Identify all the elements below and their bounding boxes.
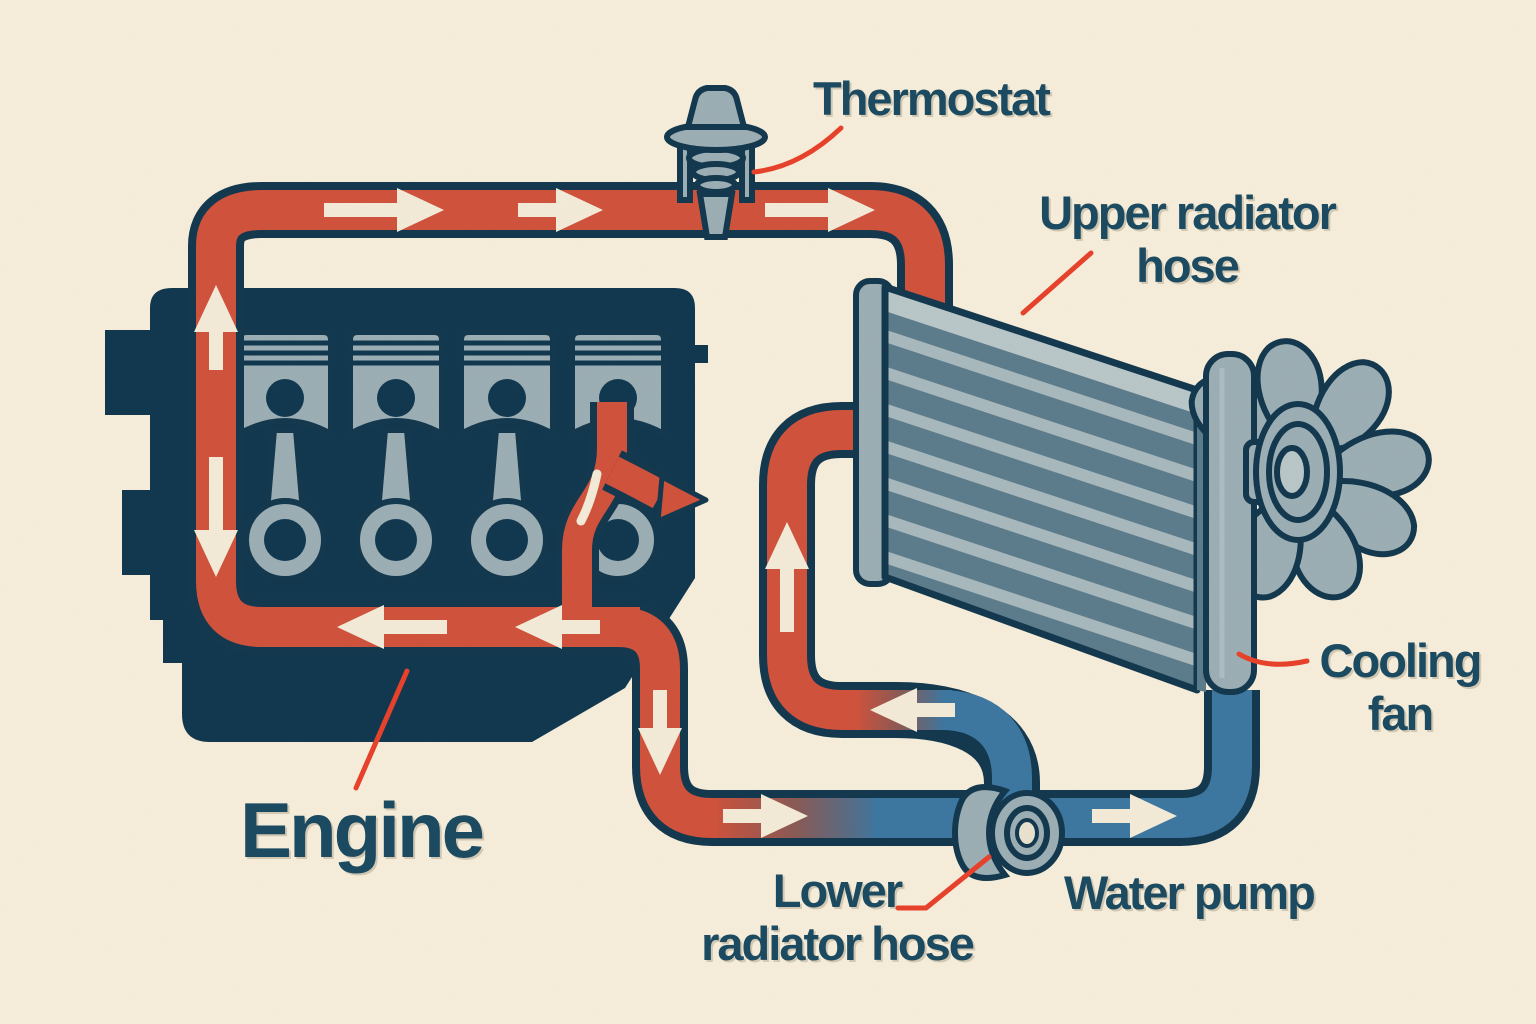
label-text: Water pump	[1064, 866, 1316, 919]
label-lower-radiator-hose: Lower radiator hose	[678, 864, 996, 970]
label-engine: Engine	[240, 786, 485, 874]
label-text: fan	[1367, 687, 1435, 741]
label-text: Lower	[772, 864, 903, 917]
label-text: Upper radiator	[1039, 186, 1337, 239]
label-text: Engine	[240, 786, 485, 874]
label-text: radiator hose	[701, 917, 975, 971]
label-upper-radiator-hose: Upper radiator hose	[1012, 186, 1362, 292]
label-cooling-fan: Cooling fan	[1305, 634, 1495, 740]
label-text: hose	[1136, 239, 1240, 293]
label-thermostat: Thermostat	[813, 72, 1051, 125]
label-text: Cooling	[1319, 634, 1483, 687]
label-text: Thermostat	[813, 72, 1051, 125]
label-water-pump: Water pump	[1064, 866, 1316, 919]
